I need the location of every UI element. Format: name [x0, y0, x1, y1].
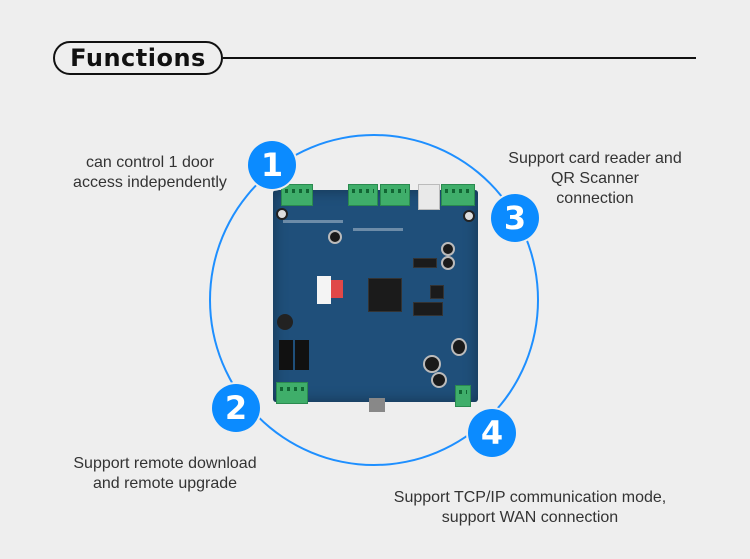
feature-label-3: Support card reader and QR Scanner conne…: [480, 149, 710, 209]
feature-label-2: Support remote download and remote upgra…: [40, 454, 290, 494]
buzzer: [277, 314, 293, 330]
mounting-bracket: [369, 398, 385, 412]
rj45-port: [418, 184, 440, 210]
feature-badge-2: 2: [212, 384, 260, 432]
feature-label-1: can control 1 door access independently: [40, 153, 260, 193]
feature-text-line: Support card reader and: [508, 150, 682, 167]
feature-text-line: Support TCP/IP communication mode,: [393, 489, 667, 506]
feature-badge-4: 4: [468, 409, 516, 457]
title-divider-line: [223, 57, 696, 59]
terminal-block: [276, 382, 308, 404]
feature-text-line: QR Scanner: [550, 170, 640, 187]
feature-number: 2: [224, 389, 248, 427]
mount-hole: [463, 210, 475, 222]
feature-number: 1: [260, 146, 284, 184]
pcb-trace: [283, 220, 343, 223]
relay: [295, 340, 309, 370]
feature-text-line: Support remote download: [73, 455, 257, 472]
capacitor: [441, 256, 455, 270]
dip-switch: [331, 280, 343, 298]
feature-text-line: access independently: [73, 174, 227, 191]
feature-text-line: can control 1 door: [85, 154, 215, 171]
feature-badge-3: 3: [491, 194, 539, 242]
chip: [413, 258, 437, 268]
capacitor: [328, 230, 342, 244]
capacitor: [451, 338, 467, 356]
mount-hole: [276, 208, 288, 220]
feature-text-line: and remote upgrade: [92, 475, 238, 492]
terminal-block: [348, 184, 378, 206]
chip: [430, 285, 444, 299]
feature-ring: [209, 134, 539, 466]
feature-badge-1: 1: [248, 141, 296, 189]
relay: [279, 340, 293, 370]
feature-label-4: Support TCP/IP communication mode, suppo…: [360, 488, 700, 528]
functions-title: Functions: [53, 41, 223, 75]
inductor: [423, 355, 441, 373]
capacitor: [441, 242, 455, 256]
feature-text-line: support WAN connection: [441, 509, 619, 526]
functions-title-text: Functions: [70, 44, 206, 72]
access-control-board-image: [273, 184, 478, 412]
feature-number: 4: [480, 414, 504, 452]
pcb-trace: [353, 228, 403, 231]
feature-number: 3: [503, 199, 527, 237]
terminal-block: [380, 184, 410, 206]
inductor: [431, 372, 447, 388]
chip: [413, 302, 443, 316]
terminal-block: [455, 385, 471, 407]
main-chip: [368, 278, 402, 312]
board-sticker: [317, 276, 331, 304]
terminal-block: [281, 184, 313, 206]
terminal-block: [441, 184, 475, 206]
feature-text-line: connection: [556, 190, 634, 207]
